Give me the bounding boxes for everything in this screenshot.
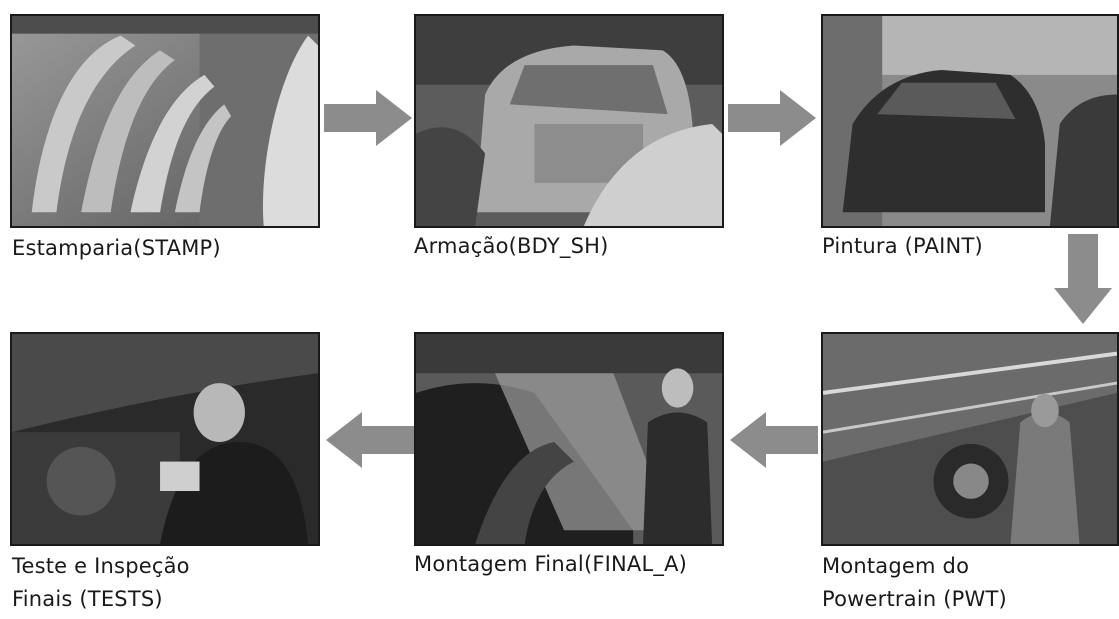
arrow-right-1: [324, 90, 412, 146]
arrow-left-2: [326, 412, 414, 468]
label-bdy-sh-line1: Armação(BDY_SH): [414, 234, 609, 258]
label-pwt-line1: Montagem do: [822, 554, 970, 578]
photo-body-shop: [414, 14, 724, 228]
label-tests: Teste e Inspeção Finais (TESTS): [12, 550, 190, 616]
photo-powertrain: [821, 332, 1119, 546]
label-final-a-line1: Montagem Final(FINAL_A): [414, 552, 688, 576]
label-pwt: Montagem do Powertrain (PWT): [822, 550, 1007, 616]
label-tests-line1: Teste e Inspeção: [12, 554, 190, 578]
photo-paint: [821, 14, 1119, 228]
photo-final-assembly: [414, 332, 724, 546]
arrow-left-1: [730, 412, 818, 468]
arrow-down: [1054, 234, 1112, 324]
arrow-right-2: [728, 90, 816, 146]
label-paint: Pintura (PAINT): [822, 230, 983, 263]
label-paint-line1: Pintura (PAINT): [822, 234, 983, 258]
label-final-a: Montagem Final(FINAL_A): [414, 548, 687, 581]
label-stamp: Estamparia(STAMP): [12, 232, 221, 265]
label-bdy-sh: Armação(BDY_SH): [414, 230, 608, 263]
photo-stamping: [10, 14, 320, 228]
label-pwt-line2: Powertrain (PWT): [822, 587, 1007, 611]
photo-tests: [10, 332, 320, 546]
label-stamp-line1: Estamparia(STAMP): [12, 236, 221, 260]
label-tests-line2: Finais (TESTS): [12, 587, 163, 611]
